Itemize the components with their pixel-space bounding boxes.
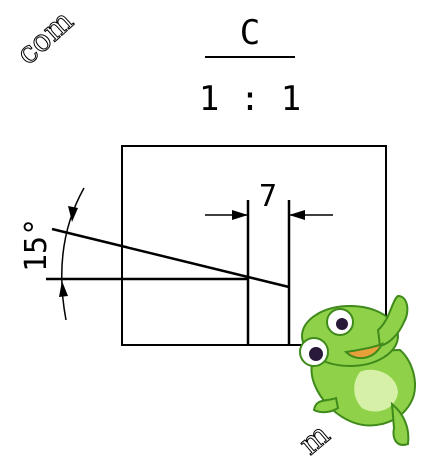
angle-arc [61, 187, 85, 321]
width-dimension-label: 7 [259, 179, 277, 214]
frog-mouth [343, 342, 385, 360]
view-label: C [240, 13, 260, 53]
frog-eye-right-pupil [336, 318, 348, 330]
watermark-text: com [10, 4, 80, 72]
view-title: C 1 : 1 [199, 13, 301, 119]
angle-dimension: 15° [19, 187, 85, 321]
part-geometry [46, 200, 291, 345]
angled-edge [51, 227, 290, 289]
view-scale: 1 : 1 [199, 79, 301, 119]
width-arrow-left [232, 210, 248, 220]
angle-arrow-bottom [59, 281, 68, 297]
frog-hand-left [312, 396, 340, 414]
frog-eye-left-pupil [309, 347, 323, 361]
frog-mascot-icon [299, 294, 416, 446]
width-dimension: 7 [205, 179, 333, 220]
frog-arm-raised [376, 294, 409, 348]
angle-dimension-label: 15° [19, 218, 54, 272]
frog-belly [354, 369, 398, 412]
watermark-text-bottom: m [293, 417, 337, 461]
angle-arrow-top [68, 206, 78, 222]
width-arrow-right [289, 210, 305, 220]
frog-leg [390, 401, 410, 446]
